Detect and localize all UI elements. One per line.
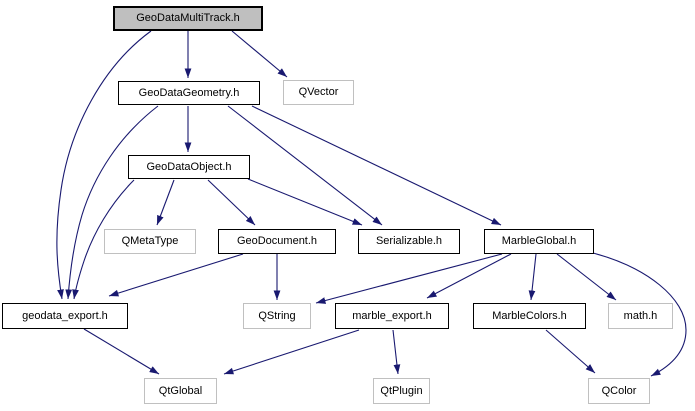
- node-qcolor: QColor: [588, 378, 650, 404]
- edge-geodata-export-to-qtglobal: [83, 328, 160, 375]
- edge-geodataobject-to-serializable: [247, 178, 363, 226]
- node-qstring: QString: [243, 303, 311, 329]
- node-qvector: QVector: [283, 80, 354, 105]
- edge-marbleglobal-to-marblecolors: [528, 253, 537, 301]
- edge-geodatageometry-to-serializable: [227, 105, 383, 226]
- node-serializable-h[interactable]: Serializable.h: [358, 229, 460, 254]
- node-geodata-export-h[interactable]: geodata_export.h: [2, 303, 128, 329]
- edge-marble-export-to-qtglobal: [223, 329, 360, 375]
- node-qtglobal: QtGlobal: [144, 378, 217, 404]
- edge-geodataobject-to-geodocument: [207, 179, 256, 226]
- node-qtplugin: QtPlugin: [373, 378, 430, 404]
- node-marble-export-h[interactable]: marble_export.h: [335, 303, 449, 329]
- node-math-h: math.h: [608, 303, 673, 329]
- edge-geodocument-to-geodata-export: [108, 253, 244, 297]
- edge-marbleglobal-to-math: [556, 253, 617, 301]
- node-geodatageometry-h[interactable]: GeoDataGeometry.h: [118, 81, 260, 105]
- edge-geodatageometry-to-marbleglobal: [251, 105, 502, 226]
- edge-marbleglobal-to-qstring: [315, 253, 503, 304]
- edge-marbleglobal-to-marble-export: [426, 253, 512, 299]
- node-geodataobject-h[interactable]: GeoDataObject.h: [128, 155, 250, 179]
- node-geodocument-h[interactable]: GeoDocument.h: [218, 229, 336, 254]
- edge-geodataobject-to-qmetatype: [156, 179, 175, 226]
- edge-marble-export-to-qtplugin: [392, 329, 401, 375]
- edge-marblecolors-to-qcolor: [545, 329, 596, 374]
- node-marbleglobal-h[interactable]: MarbleGlobal.h: [484, 229, 594, 254]
- node-geodatamultitrack-h: GeoDataMultiTrack.h: [113, 6, 263, 31]
- node-qmetatype: QMetaType: [104, 229, 196, 254]
- node-marblecolors-h[interactable]: MarbleColors.h: [473, 303, 586, 329]
- edge-geodatageometry-to-geodata-export: [65, 105, 159, 300]
- edge-geodatamultitrack-to-qvector: [231, 30, 288, 78]
